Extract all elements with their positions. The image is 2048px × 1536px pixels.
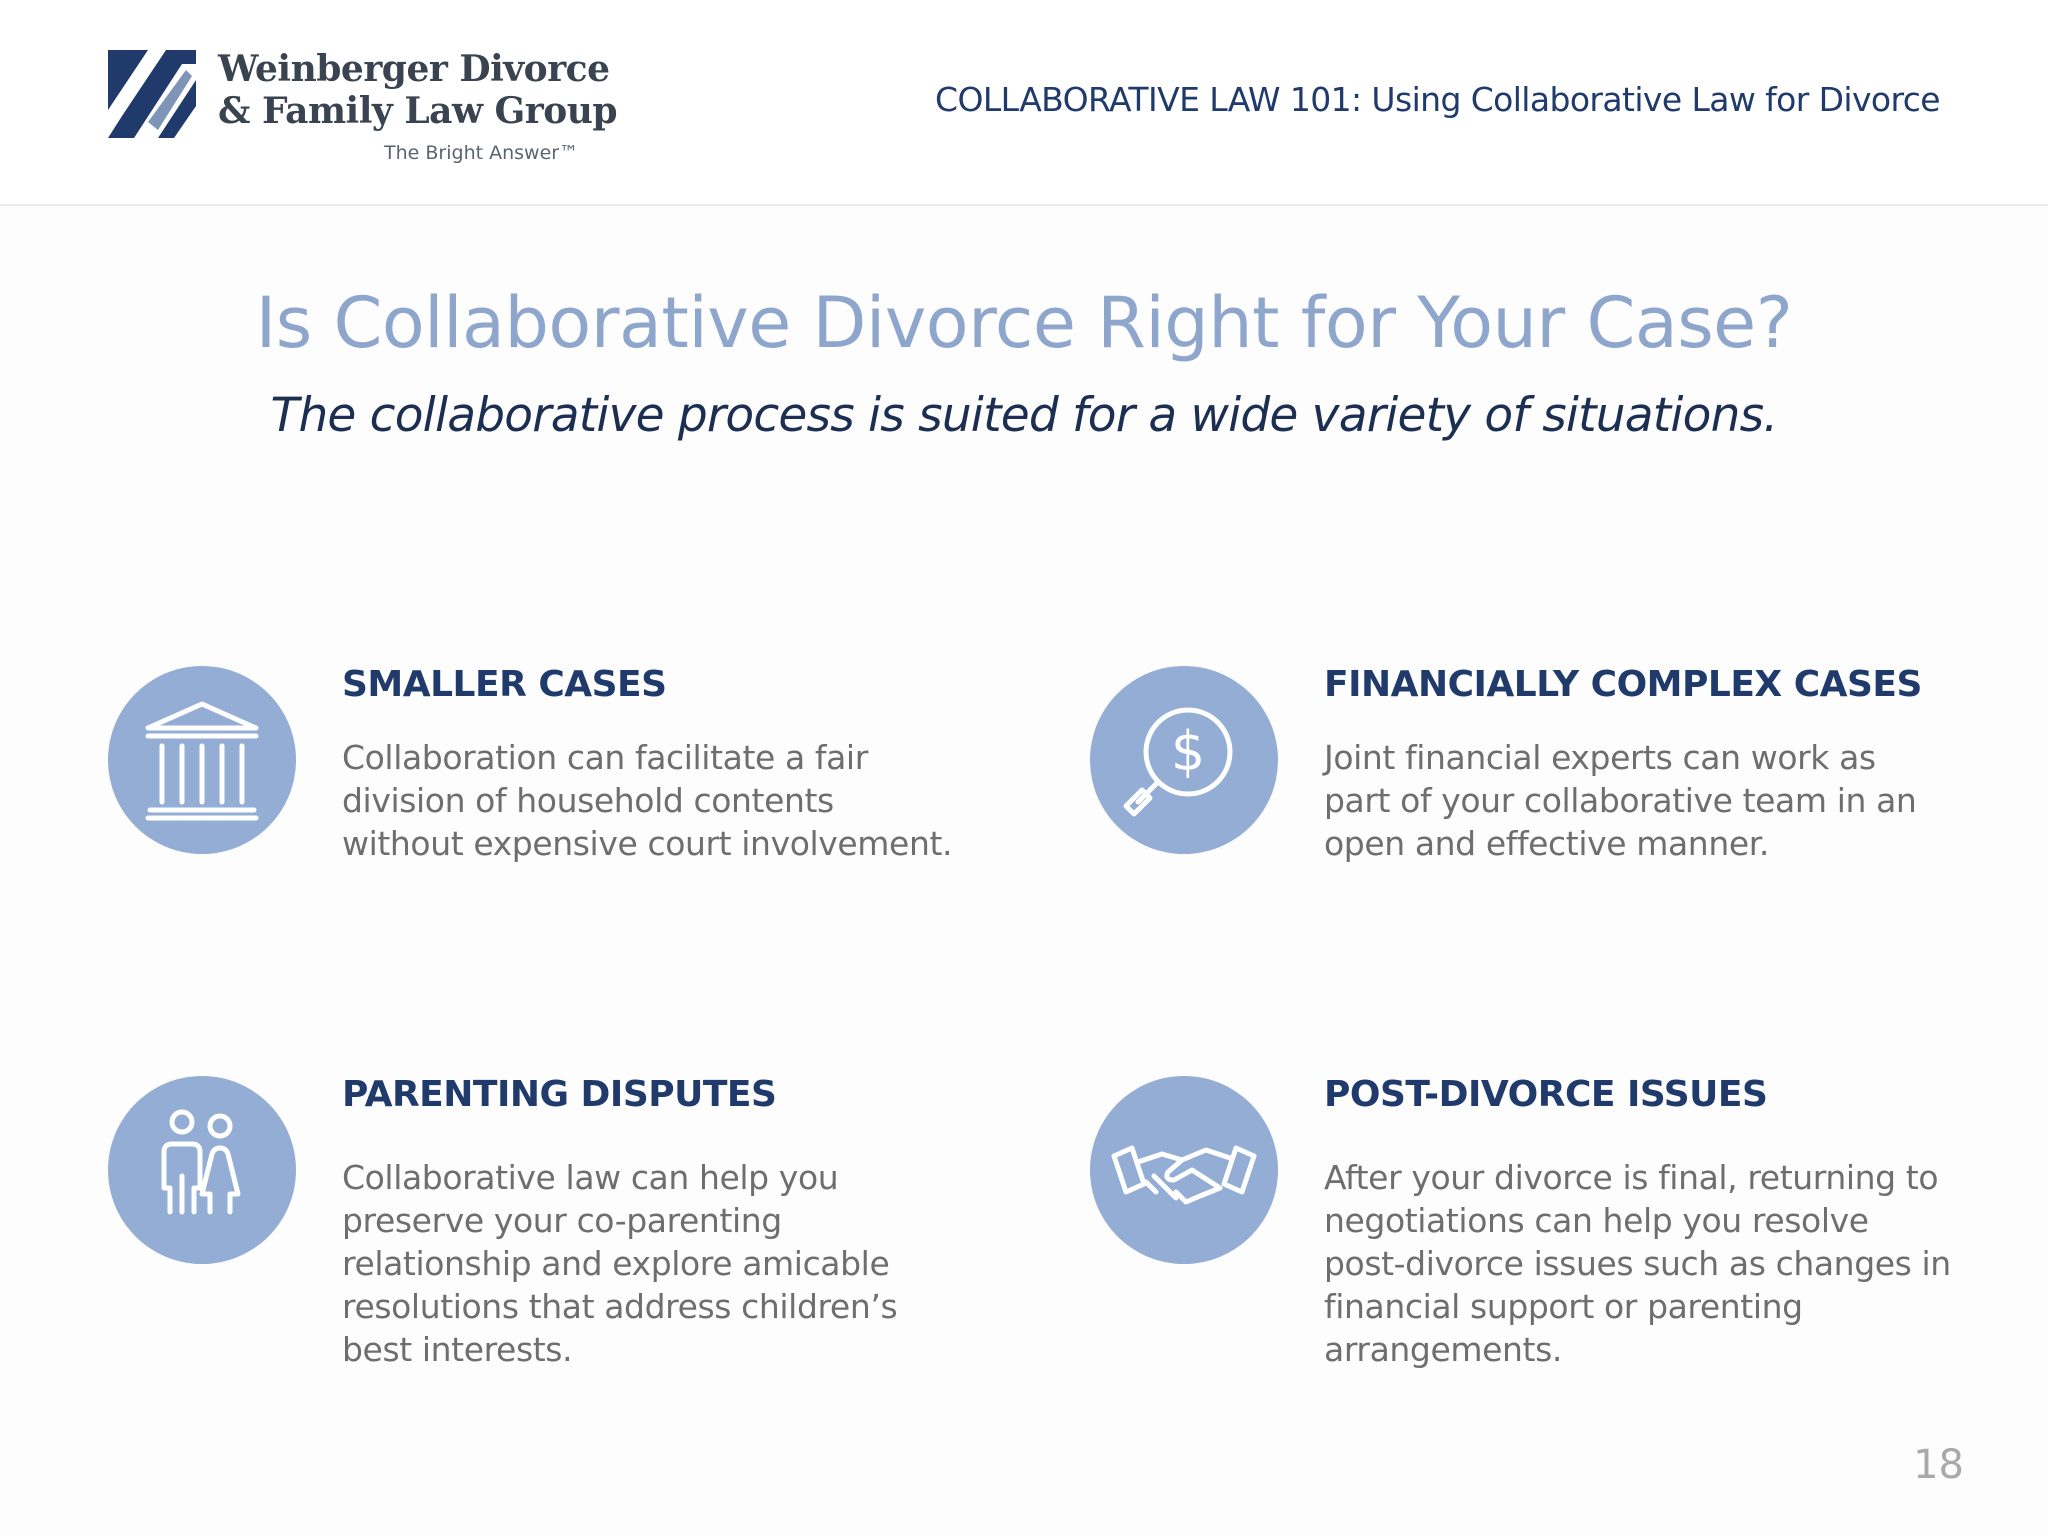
card-description-line: financial support or parenting xyxy=(1324,1287,1803,1326)
page-number: 18 xyxy=(1913,1442,1964,1488)
card-heading: FINANCIALLY COMPLEX CASES xyxy=(1324,664,1922,705)
firm-tagline: The Bright Answer™ xyxy=(384,142,579,164)
slide-subtitle: The collaborative process is suited for … xyxy=(270,388,1779,443)
parent-child-icon xyxy=(108,1076,296,1264)
handshake-icon xyxy=(1090,1076,1278,1264)
slide-header: Weinberger Divorce & Family Law Group Th… xyxy=(0,0,2048,206)
card-description-line: Collaborative law can help you xyxy=(342,1158,839,1197)
card-description-line: preserve your co-parenting xyxy=(342,1201,782,1240)
card-description-line: After your divorce is final, returning t… xyxy=(1324,1158,1939,1197)
firm-logo: Weinberger Divorce & Family Law Group Th… xyxy=(108,48,618,172)
slide-title: Is Collaborative Divorce Right for Your … xyxy=(255,282,1793,364)
card-description-line: Joint financial experts can work as xyxy=(1324,738,1876,777)
card-description-line: resolutions that address children’s xyxy=(342,1287,898,1326)
card-description: Collaboration can facilitate a fair divi… xyxy=(342,736,1062,865)
card-description-line: relationship and explore amicable xyxy=(342,1244,890,1283)
card-description-line: Collaboration can facilitate a fair xyxy=(342,738,868,777)
card-description: After your divorce is final, returning t… xyxy=(1324,1156,2044,1371)
card-heading: SMALLER CASES xyxy=(342,664,667,705)
card-description-line: best interests. xyxy=(342,1330,573,1369)
firm-logo-mark-icon xyxy=(108,50,196,138)
card-description: Collaborative law can help you preserve … xyxy=(342,1156,1062,1371)
deck-title: COLLABORATIVE LAW 101: Using Collaborati… xyxy=(935,80,1941,119)
card-description-line: without expensive court involvement. xyxy=(342,824,953,863)
card-description-line: arrangements. xyxy=(1324,1330,1562,1369)
card-description: Joint financial experts can work as part… xyxy=(1324,736,2044,865)
card-heading: POST-DIVORCE ISSUES xyxy=(1324,1074,1768,1115)
card-description-line: open and effective manner. xyxy=(1324,824,1769,863)
dollar-magnifier-icon: $ xyxy=(1090,666,1278,854)
card-description-line: negotiations can help you resolve xyxy=(1324,1201,1869,1240)
firm-name-line1: Weinberger Divorce xyxy=(218,48,610,90)
courthouse-icon xyxy=(108,666,296,854)
card-description-line: part of your collaborative team in an xyxy=(1324,781,1917,820)
card-heading: PARENTING DISPUTES xyxy=(342,1074,777,1115)
card-description-line: division of household contents xyxy=(342,781,834,820)
svg-text:$: $ xyxy=(1171,720,1205,783)
card-description-line: post-divorce issues such as changes in xyxy=(1324,1244,1951,1283)
firm-name-line2: & Family Law Group xyxy=(218,90,618,132)
